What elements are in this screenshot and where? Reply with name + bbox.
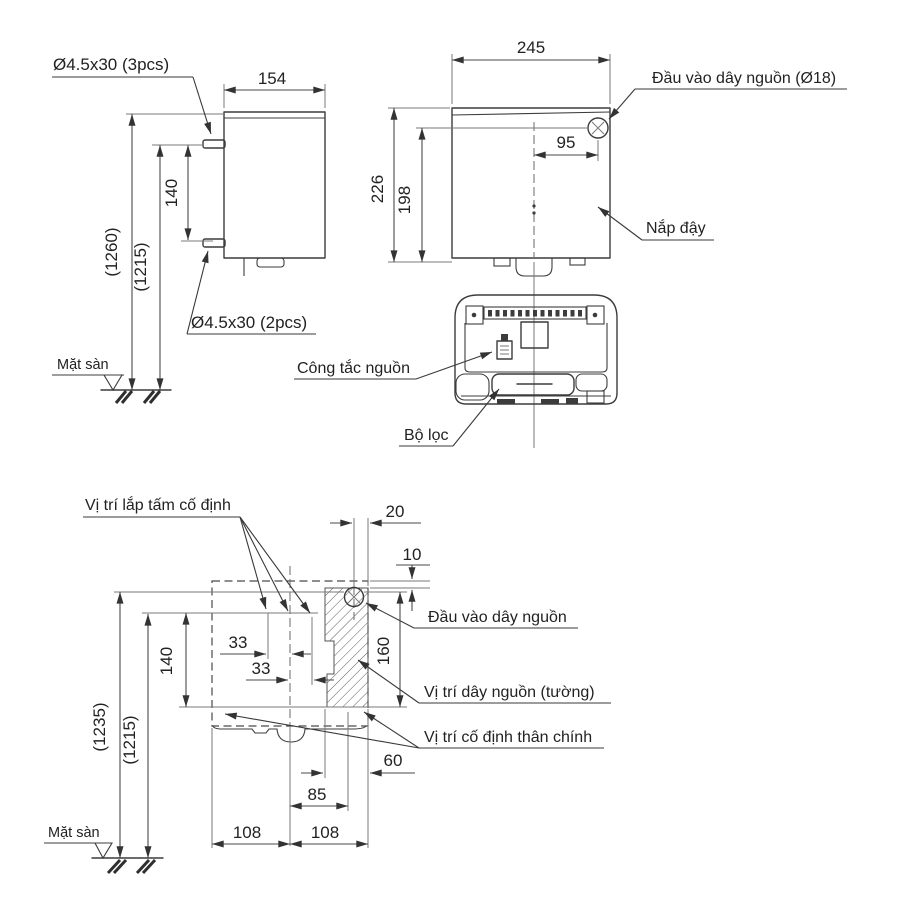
front-view-dimensions: 245 95 226 198 (368, 38, 611, 263)
dim-inlet-to-edge: 20 (386, 502, 405, 521)
template-dimensions: 20 10 33 33 140 160 (1235) (1215) 60 85 … (90, 502, 430, 859)
front-view-labels: Đầu vào dây nguồn (Ø18) Nắp đậy (597, 70, 847, 241)
main-body-fixing-label: Vị trí cố định thân chính (424, 729, 592, 746)
mount-screw-bottom (202, 238, 226, 248)
bottom-view-labels: Công tắc nguồn Bộ lọc (294, 351, 500, 447)
floor-symbol-lower: Mặt sàn (44, 825, 164, 875)
screw-bottom-label: Ø4.5x30 (2pcs) (191, 313, 307, 332)
dim-inlet-floor-height: (1235) (90, 702, 109, 751)
bottom-view (454, 294, 618, 405)
dim-vertical-pitch: 140 (157, 647, 176, 675)
template-labels: Vị trí lắp tấm cố định Đầu vào dây nguồn… (83, 495, 611, 749)
power-switch-label: Công tắc nguồn (297, 358, 410, 377)
dim-top-offset: 10 (403, 545, 422, 564)
air-vent-slots (488, 310, 582, 317)
dim-hole-pitch-right: 33 (252, 659, 271, 678)
filter-slot (491, 373, 575, 396)
power-inlet-template-label: Đầu vào dây nguồn (428, 609, 567, 626)
cover-label: Nắp đậy (646, 218, 706, 237)
side-view (202, 111, 326, 276)
dim-height-1215: (1215) (131, 242, 150, 291)
dim-height-1260: (1260) (102, 227, 121, 276)
dim-front-height: 226 (368, 175, 387, 203)
floor-symbol-upper: Mặt sàn (52, 357, 172, 404)
screw-top-label: Ø4.5x30 (3pcs) (53, 55, 169, 74)
fixing-plate-label: Vị trí lắp tấm cố định (85, 495, 231, 514)
wall-cord-hatched-zone (324, 587, 369, 708)
installation-template (211, 566, 369, 846)
mount-screw-top (202, 139, 226, 149)
floor-label-upper: Mặt sàn (57, 357, 109, 373)
dim-front-width: 245 (517, 38, 545, 57)
wall-cord-label: Vị trí dây nguồn (tường) (424, 684, 595, 701)
dim-inlet-height: 198 (395, 186, 414, 214)
air-vent (483, 306, 587, 320)
power-inlet-hole-template (343, 586, 365, 608)
filter-label: Bộ lọc (404, 427, 448, 444)
dim-screw-spacing: 140 (162, 179, 181, 207)
dim-holes-floor-height: (1215) (120, 715, 139, 764)
power-switch (496, 334, 513, 360)
dim-cord-zone-height: 160 (374, 637, 393, 665)
dim-hole-pitch-left: 33 (229, 633, 248, 652)
screw-labels: Ø4.5x30 (3pcs) Ø4.5x30 (2pcs) (52, 55, 316, 335)
power-inlet-label: Đầu vào dây nguồn (Ø18) (652, 70, 836, 87)
dim-cord-center-offset: 85 (308, 785, 327, 804)
front-view (451, 107, 611, 448)
template-extension-lines (114, 518, 430, 848)
dim-cord-zone-width: 60 (384, 751, 403, 770)
dim-left-half-width: 108 (233, 823, 261, 842)
side-view-dimensions: 154 140 (1260) (1215) (102, 69, 326, 390)
dim-side-width: 154 (258, 69, 286, 88)
floor-label-lower: Mặt sàn (48, 825, 100, 841)
motor-housing (520, 321, 549, 349)
dim-inlet-offset: 95 (557, 133, 576, 152)
dim-right-half-width: 108 (311, 823, 339, 842)
